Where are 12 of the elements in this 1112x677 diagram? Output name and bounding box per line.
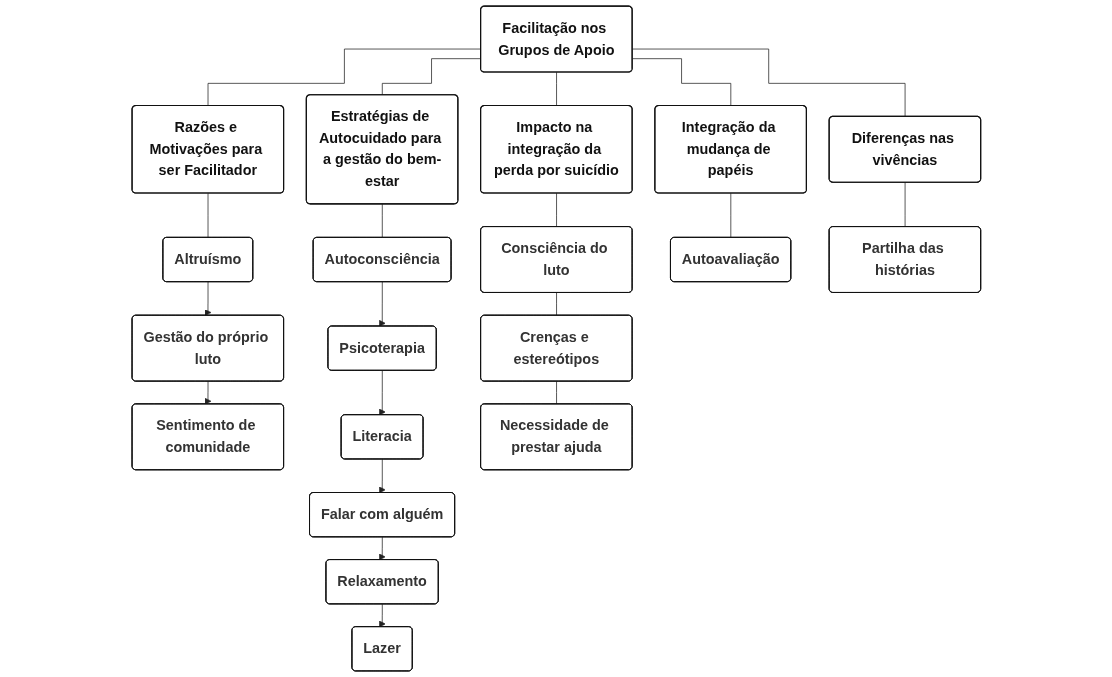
connector: [555, 292, 557, 316]
connector: [904, 182, 906, 228]
connector: [555, 193, 557, 228]
connector: [207, 193, 209, 239]
connector: [381, 58, 481, 96]
connector: [730, 193, 731, 239]
connector: [631, 58, 731, 107]
connector: [381, 203, 383, 239]
connector: [631, 48, 906, 118]
connector: [555, 381, 557, 405]
connector: [207, 48, 481, 107]
connector: [555, 72, 557, 107]
